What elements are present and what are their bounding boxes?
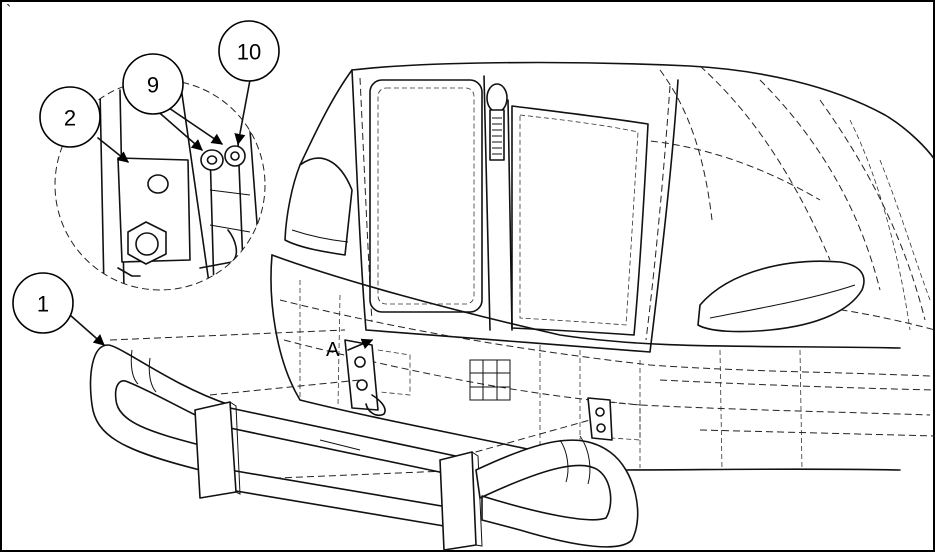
callout-2-label: 2 [64,106,76,131]
detail-view [54,79,266,291]
leader-lines [69,79,251,346]
stray-mark: ` [6,3,11,20]
right-mount-bracket [587,397,641,441]
callout-1-label: 1 [37,292,49,317]
callout-9-label: 9 [147,73,159,98]
emblem-icon [486,83,508,161]
hex-nut-icon [117,221,167,277]
callout-1: 1 [12,272,74,334]
callout-9: 9 [122,53,184,115]
callout-10-label: 10 [237,40,261,65]
truck-front: A [270,61,935,471]
lock-nut-icon [224,145,246,167]
leader-2 [97,137,129,163]
center-plate [469,359,511,401]
leader-9a [153,107,203,151]
leader-1 [69,314,105,346]
view-a-label: A [326,339,340,361]
leader-10 [234,79,251,146]
left-mount-bracket [344,339,411,417]
washer-icon [200,149,224,171]
leader-9b [165,105,223,145]
callout-2: 2 [39,86,101,148]
callout-10: 10 [218,20,280,82]
push-bumper [89,344,639,551]
